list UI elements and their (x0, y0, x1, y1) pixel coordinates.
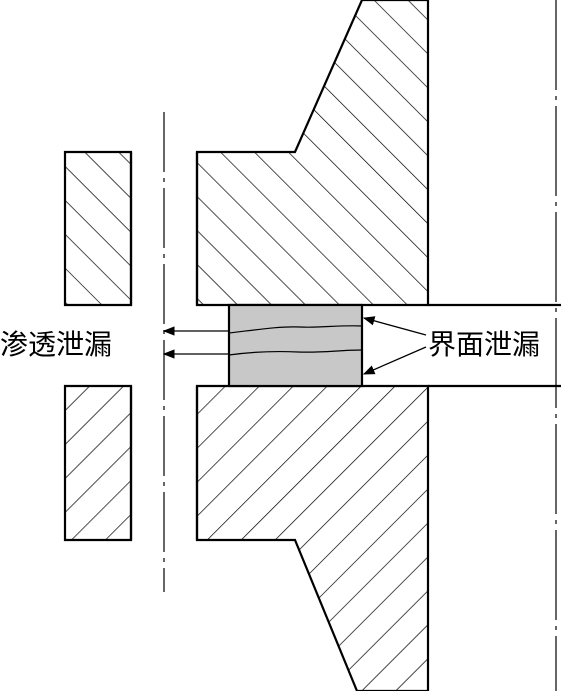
upper-flange-left-section (63, 150, 133, 307)
interface-arrow-upper (362, 316, 427, 336)
permeation-leak-label: 渗透泄漏 (0, 328, 112, 361)
lower-flange-left-section (63, 384, 133, 542)
permeation-path-lower (228, 349, 363, 356)
upper-flange-body-section (195, 0, 430, 307)
permeation-path-upper (228, 325, 363, 334)
interface-arrow-lower (362, 346, 427, 375)
interface-leak-label: 界面泄漏 (428, 328, 540, 361)
gasket (227, 303, 364, 388)
lower-flange-body-section (195, 384, 430, 691)
